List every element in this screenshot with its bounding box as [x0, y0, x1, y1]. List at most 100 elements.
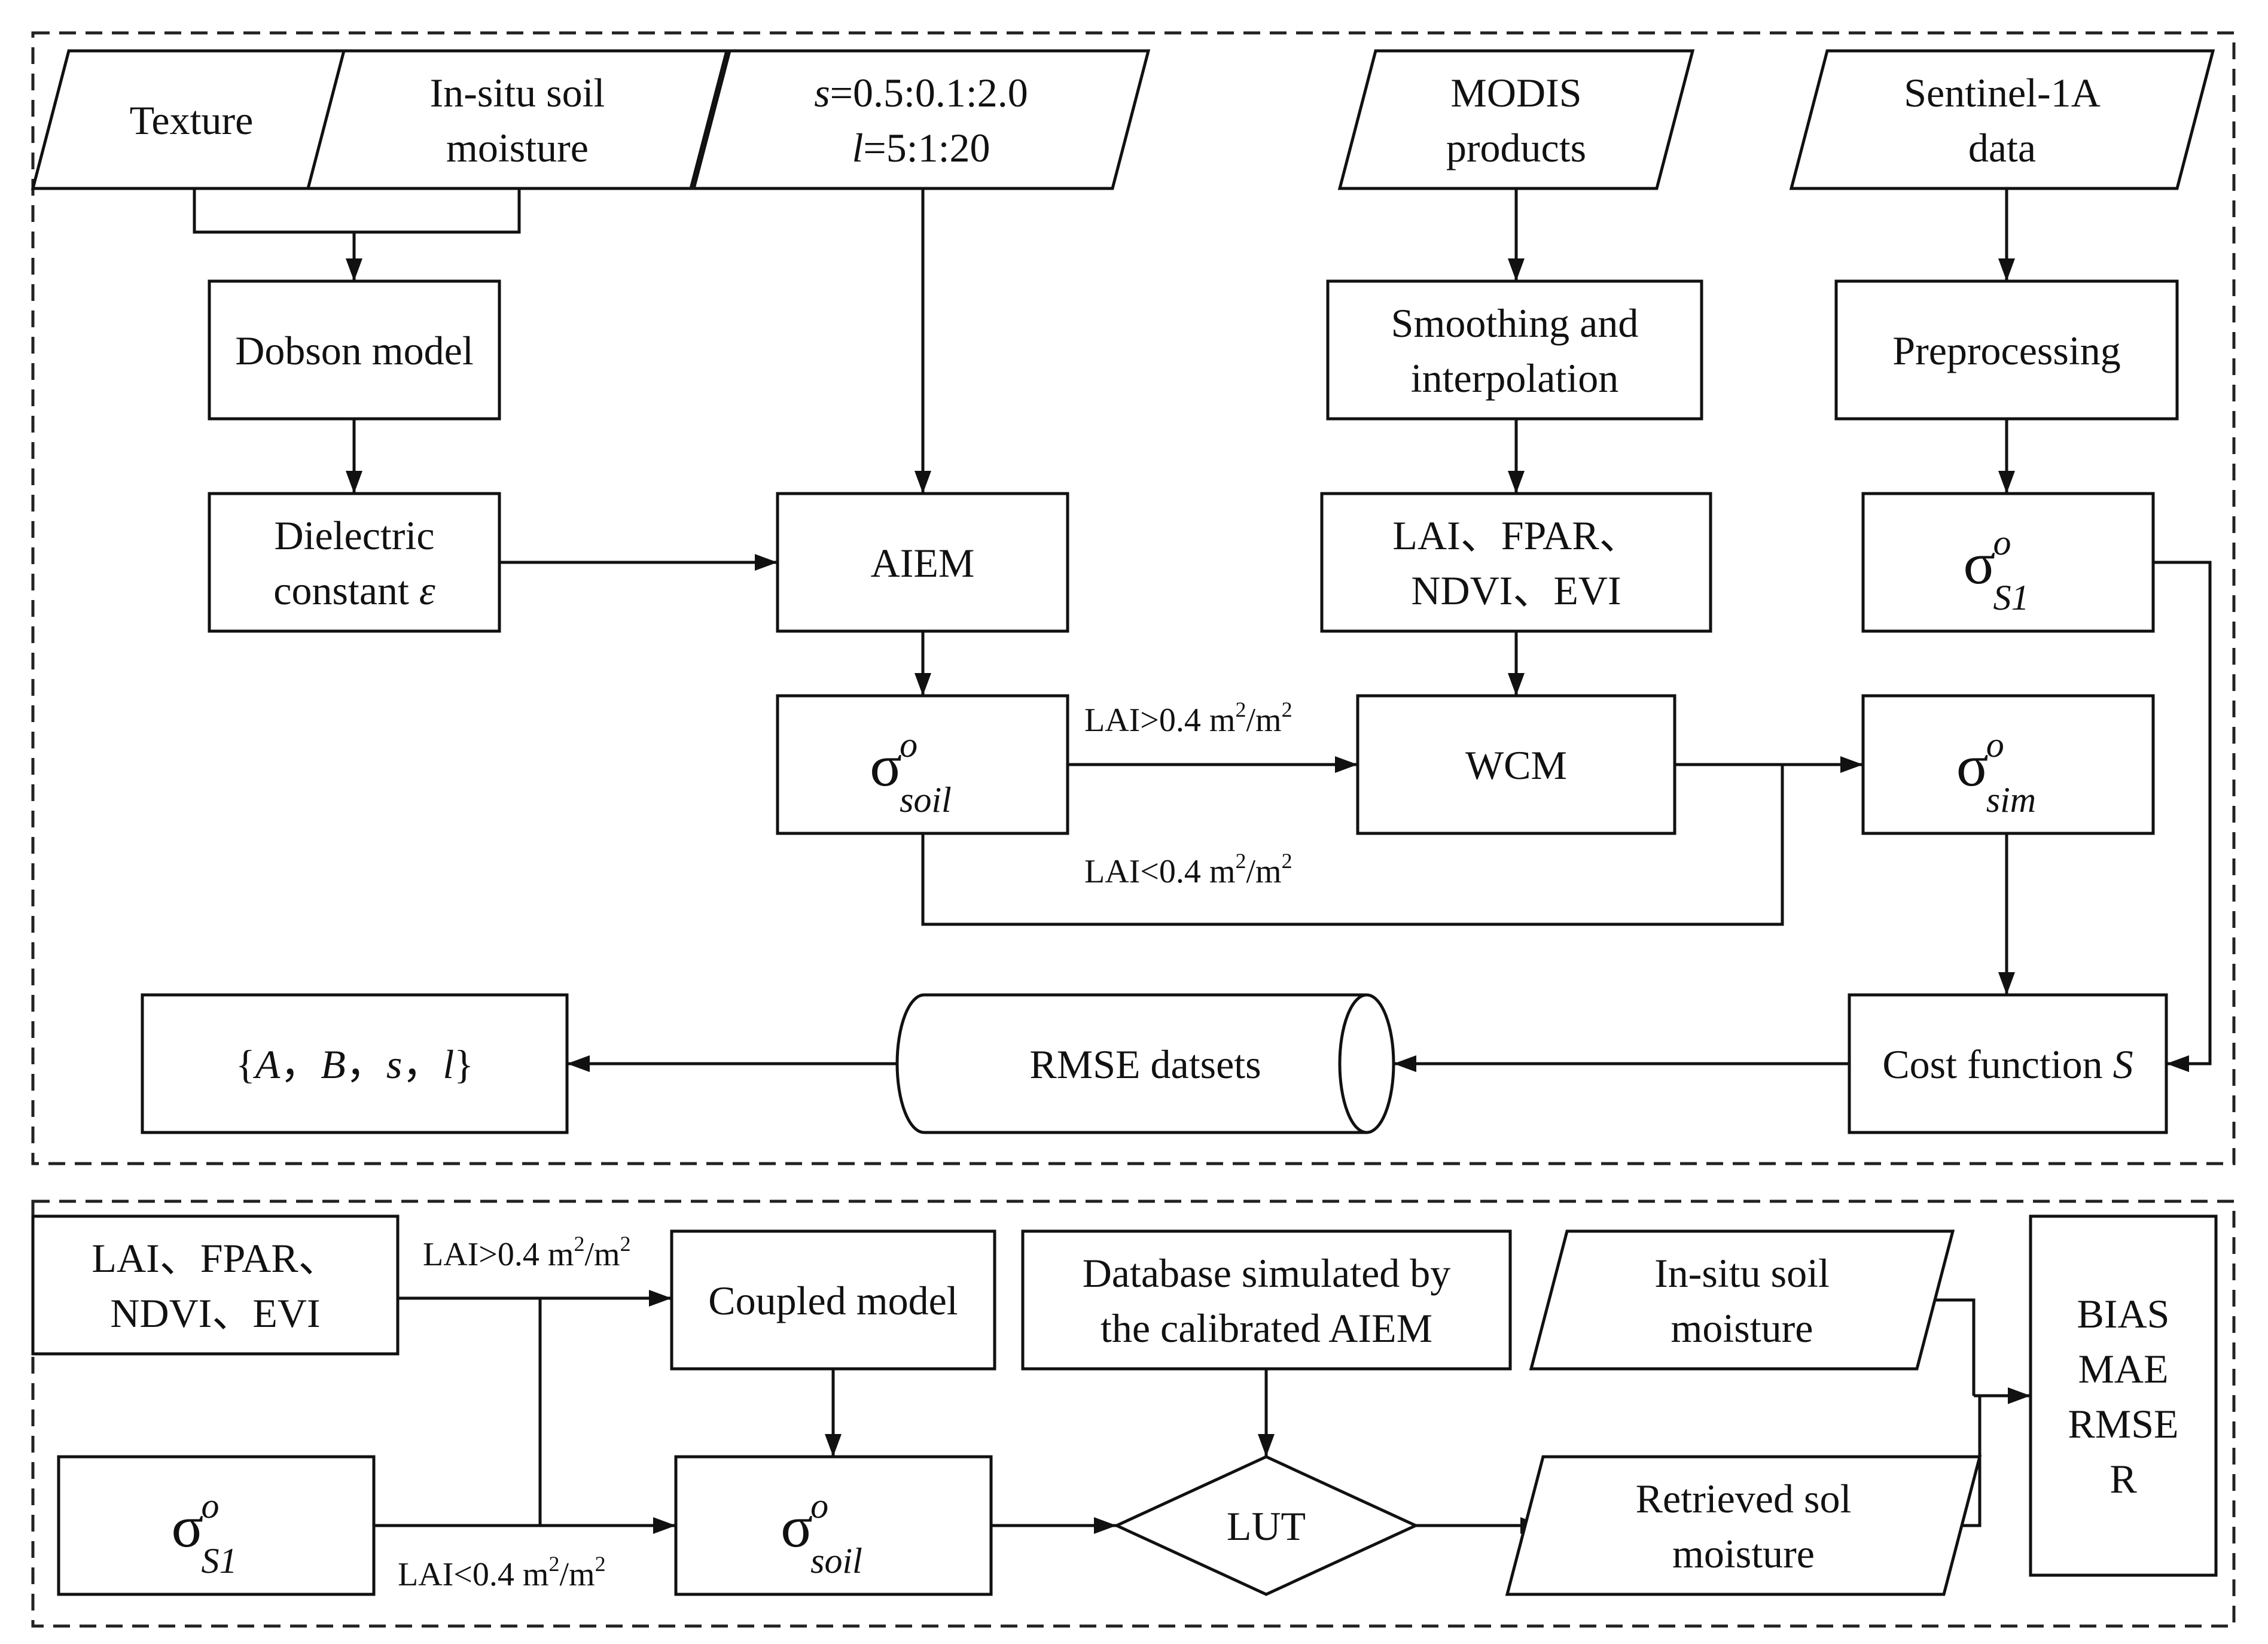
edge-sigsim-cost-arrowhead	[1998, 972, 2015, 995]
wcm-label: WCM	[1465, 742, 1567, 788]
retrieved-label: moisture	[1672, 1531, 1815, 1576]
edge-to-dobson-arrowhead	[346, 258, 362, 281]
edge-database-lut-arrowhead	[1258, 1434, 1275, 1457]
retrieval-panel	[31, 1199, 2236, 1628]
node-metrics: BIAS MAE RMSE R	[2029, 1214, 2218, 1577]
edge-smoothing-veg-arrowhead	[1508, 471, 1525, 494]
edge-label-lai-lt-top: LAI<0.4 m2/m2	[1084, 849, 1292, 890]
node-rmse: RMSE datsets	[895, 993, 1395, 1134]
edge-label-lai-gt-bot: LAI>0.4 m2/m2	[423, 1232, 631, 1273]
node-texture: Texture	[31, 49, 352, 190]
params_out-label: {A，B，s，l}	[236, 1042, 474, 1087]
edge-to-metrics-arrowhead	[2008, 1387, 2031, 1404]
edge-cost-rmse-arrowhead	[1394, 1055, 1416, 1072]
veg_bot-label: LAI、FPAR、	[92, 1235, 339, 1281]
connectors	[193, 188, 2212, 1534]
smoothing-label: interpolation	[1411, 355, 1618, 401]
edge-sigsoil-bypass	[921, 765, 1784, 926]
edge-veg-wcm-arrowhead	[1508, 673, 1525, 696]
lut-label: LUT	[1227, 1503, 1306, 1549]
preproc-label: Preprocessing	[1892, 328, 2120, 373]
veg_top-label: NDVI、EVI	[1411, 568, 1621, 613]
veg_bot-label: NDVI、EVI	[110, 1290, 320, 1336]
edge-veg-coupled-arrowhead	[649, 1290, 672, 1307]
node-database: Database simulated by the calibrated AIEM	[1021, 1229, 1512, 1371]
texture-label: Texture	[130, 98, 254, 143]
edge-rmse-params-arrowhead	[567, 1055, 590, 1072]
edge-wcm-sigsim-arrowhead	[1840, 756, 1863, 773]
params-label: l=5:1:20	[852, 125, 990, 171]
node-modis: MODIS products	[1337, 49, 1695, 190]
edge-label-lai-gt-top: LAI>0.4 m2/m2	[1084, 698, 1292, 739]
node-coupled: Coupled model	[670, 1229, 996, 1371]
insitu_top-label: moisture	[446, 125, 589, 171]
cost-label: Cost function S	[1882, 1042, 2133, 1087]
modis-label: MODIS	[1450, 70, 1581, 115]
node-params-out: {A，B，s，l}	[141, 993, 569, 1134]
edge-modis-smoothing-arrowhead	[1508, 258, 1525, 281]
edge-sigs1-sigsoil-arrowhead	[653, 1517, 676, 1534]
node-insitu-top: In-situ soil moisture	[306, 49, 729, 190]
sentinel-label: data	[1968, 125, 2036, 171]
edge-inputs-merge	[193, 188, 521, 234]
insitu_bot-label: In-situ soil	[1654, 1250, 1830, 1296]
smoothing-label: Smoothing and	[1391, 300, 1639, 346]
edge-params-aiem-arrowhead	[914, 471, 931, 494]
node-sentinel: Sentinel-1A data	[1789, 49, 2215, 190]
metrics-label: BIAS	[2077, 1291, 2170, 1336]
metrics-label: MAE	[2078, 1346, 2168, 1392]
node-wcm: WCM	[1356, 694, 1676, 835]
aiem-label: AIEM	[871, 540, 975, 586]
node-dobson: Dobson model	[208, 279, 501, 421]
retrieved-label: Retrieved sol	[1636, 1476, 1852, 1521]
edge-preproc-sigs1-arrowhead	[1998, 471, 2015, 494]
edge-sigs1-cost	[2153, 561, 2212, 1065]
edge-dobson-dielectric-arrowhead	[346, 471, 362, 494]
insitu_top-label: In-situ soil	[430, 70, 605, 115]
edge-label-lai-lt-bot: LAI<0.4 m2/m2	[398, 1552, 606, 1593]
edge-sentinel-preproc-arrowhead	[1998, 258, 2015, 281]
node-smoothing: Smoothing and interpolation	[1326, 279, 1703, 421]
node-params: s=0.5:0.1:2.0 l=5:1:20	[691, 49, 1151, 190]
coupled-label: Coupled model	[708, 1278, 958, 1323]
database-label: the calibrated AIEM	[1101, 1305, 1432, 1351]
dielectric-label: Dielectric	[274, 513, 434, 558]
node-veg-bot: LAI、FPAR、 NDVI、EVI	[31, 1214, 400, 1356]
node-veg-top: LAI、FPAR、 NDVI、EVI	[1320, 492, 1712, 633]
dobson-label: Dobson model	[235, 328, 474, 373]
node-preproc: Preprocessing	[1834, 279, 2179, 421]
sentinel-label: Sentinel-1A	[1904, 70, 2101, 115]
edge-sigsoil-wcm-arrowhead	[1335, 756, 1358, 773]
node-insitu-bot: In-situ soil moisture	[1529, 1229, 1955, 1371]
edge-dielectric-aiem-arrowhead	[755, 554, 778, 571]
metrics-label: R	[2110, 1456, 2137, 1502]
metrics-label: RMSE	[2068, 1401, 2178, 1447]
insitu_bot-label: moisture	[1671, 1305, 1813, 1351]
modis-label: products	[1446, 125, 1586, 171]
node-dielectric: Dielectric constant ε	[208, 492, 501, 633]
calibration-panel	[31, 31, 2236, 1165]
node-retrieved: Retrieved sol moisture	[1505, 1455, 1982, 1596]
veg_top-label: LAI、FPAR、	[1392, 513, 1639, 558]
database-label: Database simulated by	[1083, 1250, 1451, 1296]
edge-sigs1-cost-arrowhead	[2166, 1055, 2189, 1072]
edge-aiem-sigsoil-arrowhead	[914, 673, 931, 696]
dielectric-label: constant ε	[273, 568, 435, 613]
node-aiem: AIEM	[776, 492, 1069, 633]
edge-sigsoil-lut-arrowhead	[1094, 1517, 1117, 1534]
params-label: s=0.5:0.1:2.0	[814, 70, 1028, 115]
edge-coupled-sigsoil-arrowhead	[825, 1434, 842, 1457]
